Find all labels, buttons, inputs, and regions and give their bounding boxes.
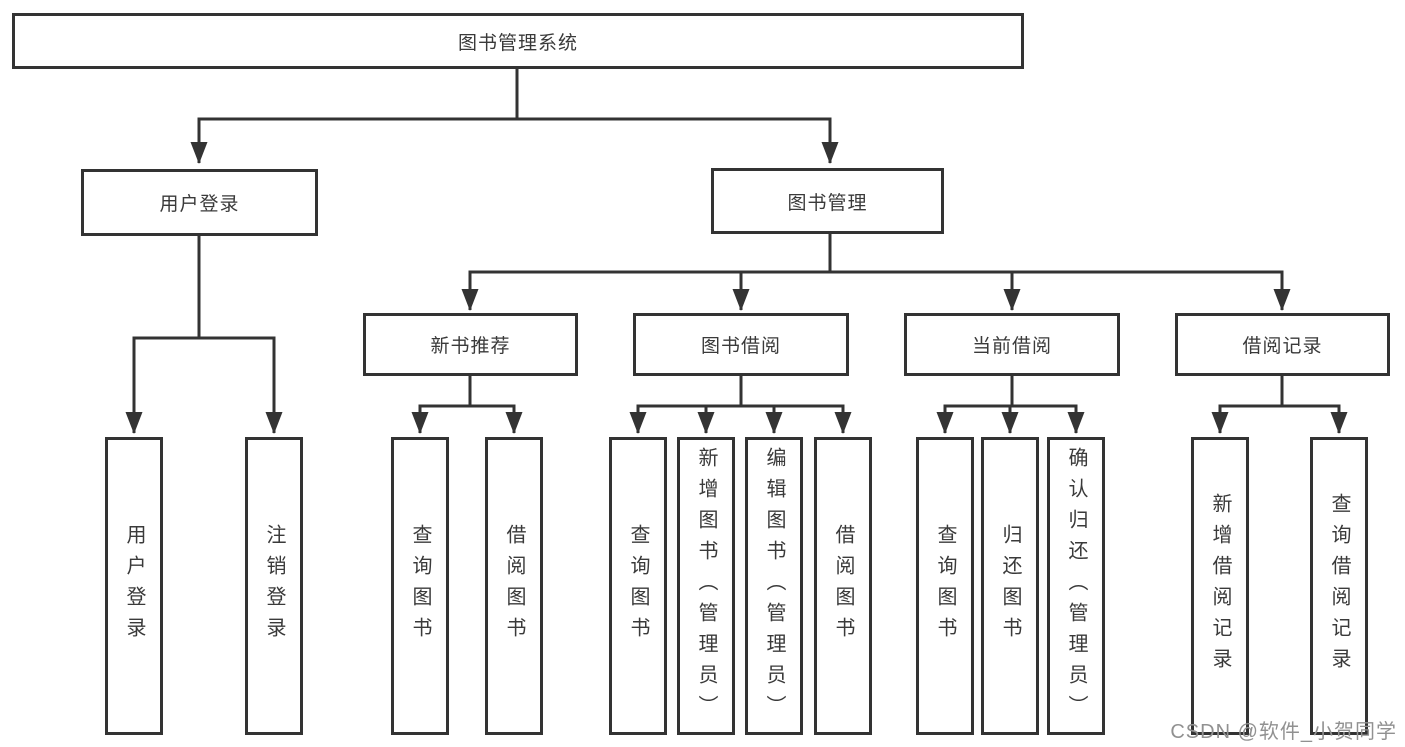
node-label: 借阅图书 [503, 524, 525, 648]
node-label: 确认归还（管理员） [1065, 446, 1087, 726]
node-label: 借阅记录 [1242, 336, 1323, 357]
node-library-system: 图书管理系统 [12, 13, 1024, 69]
node-label: 查询图书 [627, 524, 649, 648]
node-label: 查询图书 [934, 524, 956, 648]
leaf-query-borrow-record: 查询借阅记录 [1310, 437, 1368, 735]
node-label: 新增借阅记录 [1209, 493, 1231, 679]
node-label: 归还图书 [999, 524, 1021, 648]
node-label: 图书借阅 [700, 336, 781, 357]
leaf-borrow-books: 借阅图书 [814, 437, 872, 735]
node-label: 查询图书 [409, 524, 431, 648]
leaf-add-books-admin: 新增图书（管理员） [677, 437, 735, 735]
leaf-logout: 注销登录 [245, 437, 303, 735]
node-label: 当前借阅 [971, 336, 1052, 357]
node-label: 新书推荐 [430, 336, 511, 357]
node-label: 借阅图书 [832, 524, 854, 648]
leaf-user-login: 用户登录 [105, 437, 163, 735]
node-label: 图书管理系统 [457, 32, 578, 54]
node-label: 新增图书（管理员） [695, 446, 717, 726]
leaf-edit-books-admin: 编辑图书（管理员） [745, 437, 803, 735]
node-user-login: 用户登录 [81, 169, 318, 236]
node-borrow-records: 借阅记录 [1175, 313, 1390, 376]
leaf-query-books-recommend: 查询图书 [391, 437, 449, 735]
leaf-query-books-current: 查询图书 [916, 437, 974, 735]
node-book-borrow: 图书借阅 [633, 313, 849, 376]
node-label: 编辑图书（管理员） [763, 446, 785, 726]
leaf-confirm-return-admin: 确认归还（管理员） [1047, 437, 1105, 735]
leaf-query-books-borrow: 查询图书 [609, 437, 667, 735]
node-new-book-recommend: 新书推荐 [363, 313, 578, 376]
node-label: 用户登录 [159, 194, 240, 215]
node-label: 图书管理 [787, 192, 868, 214]
leaf-add-borrow-record: 新增借阅记录 [1191, 437, 1249, 735]
leaf-borrow-books-recommend: 借阅图书 [485, 437, 543, 735]
node-label: 用户登录 [123, 524, 145, 648]
node-current-borrow: 当前借阅 [904, 313, 1120, 376]
node-label: 注销登录 [263, 524, 285, 648]
node-label: 查询借阅记录 [1328, 493, 1350, 679]
node-book-management: 图书管理 [711, 168, 944, 234]
csdn-watermark: CSDN @软件_小贺同学 [1170, 721, 1397, 743]
leaf-return-books: 归还图书 [981, 437, 1039, 735]
